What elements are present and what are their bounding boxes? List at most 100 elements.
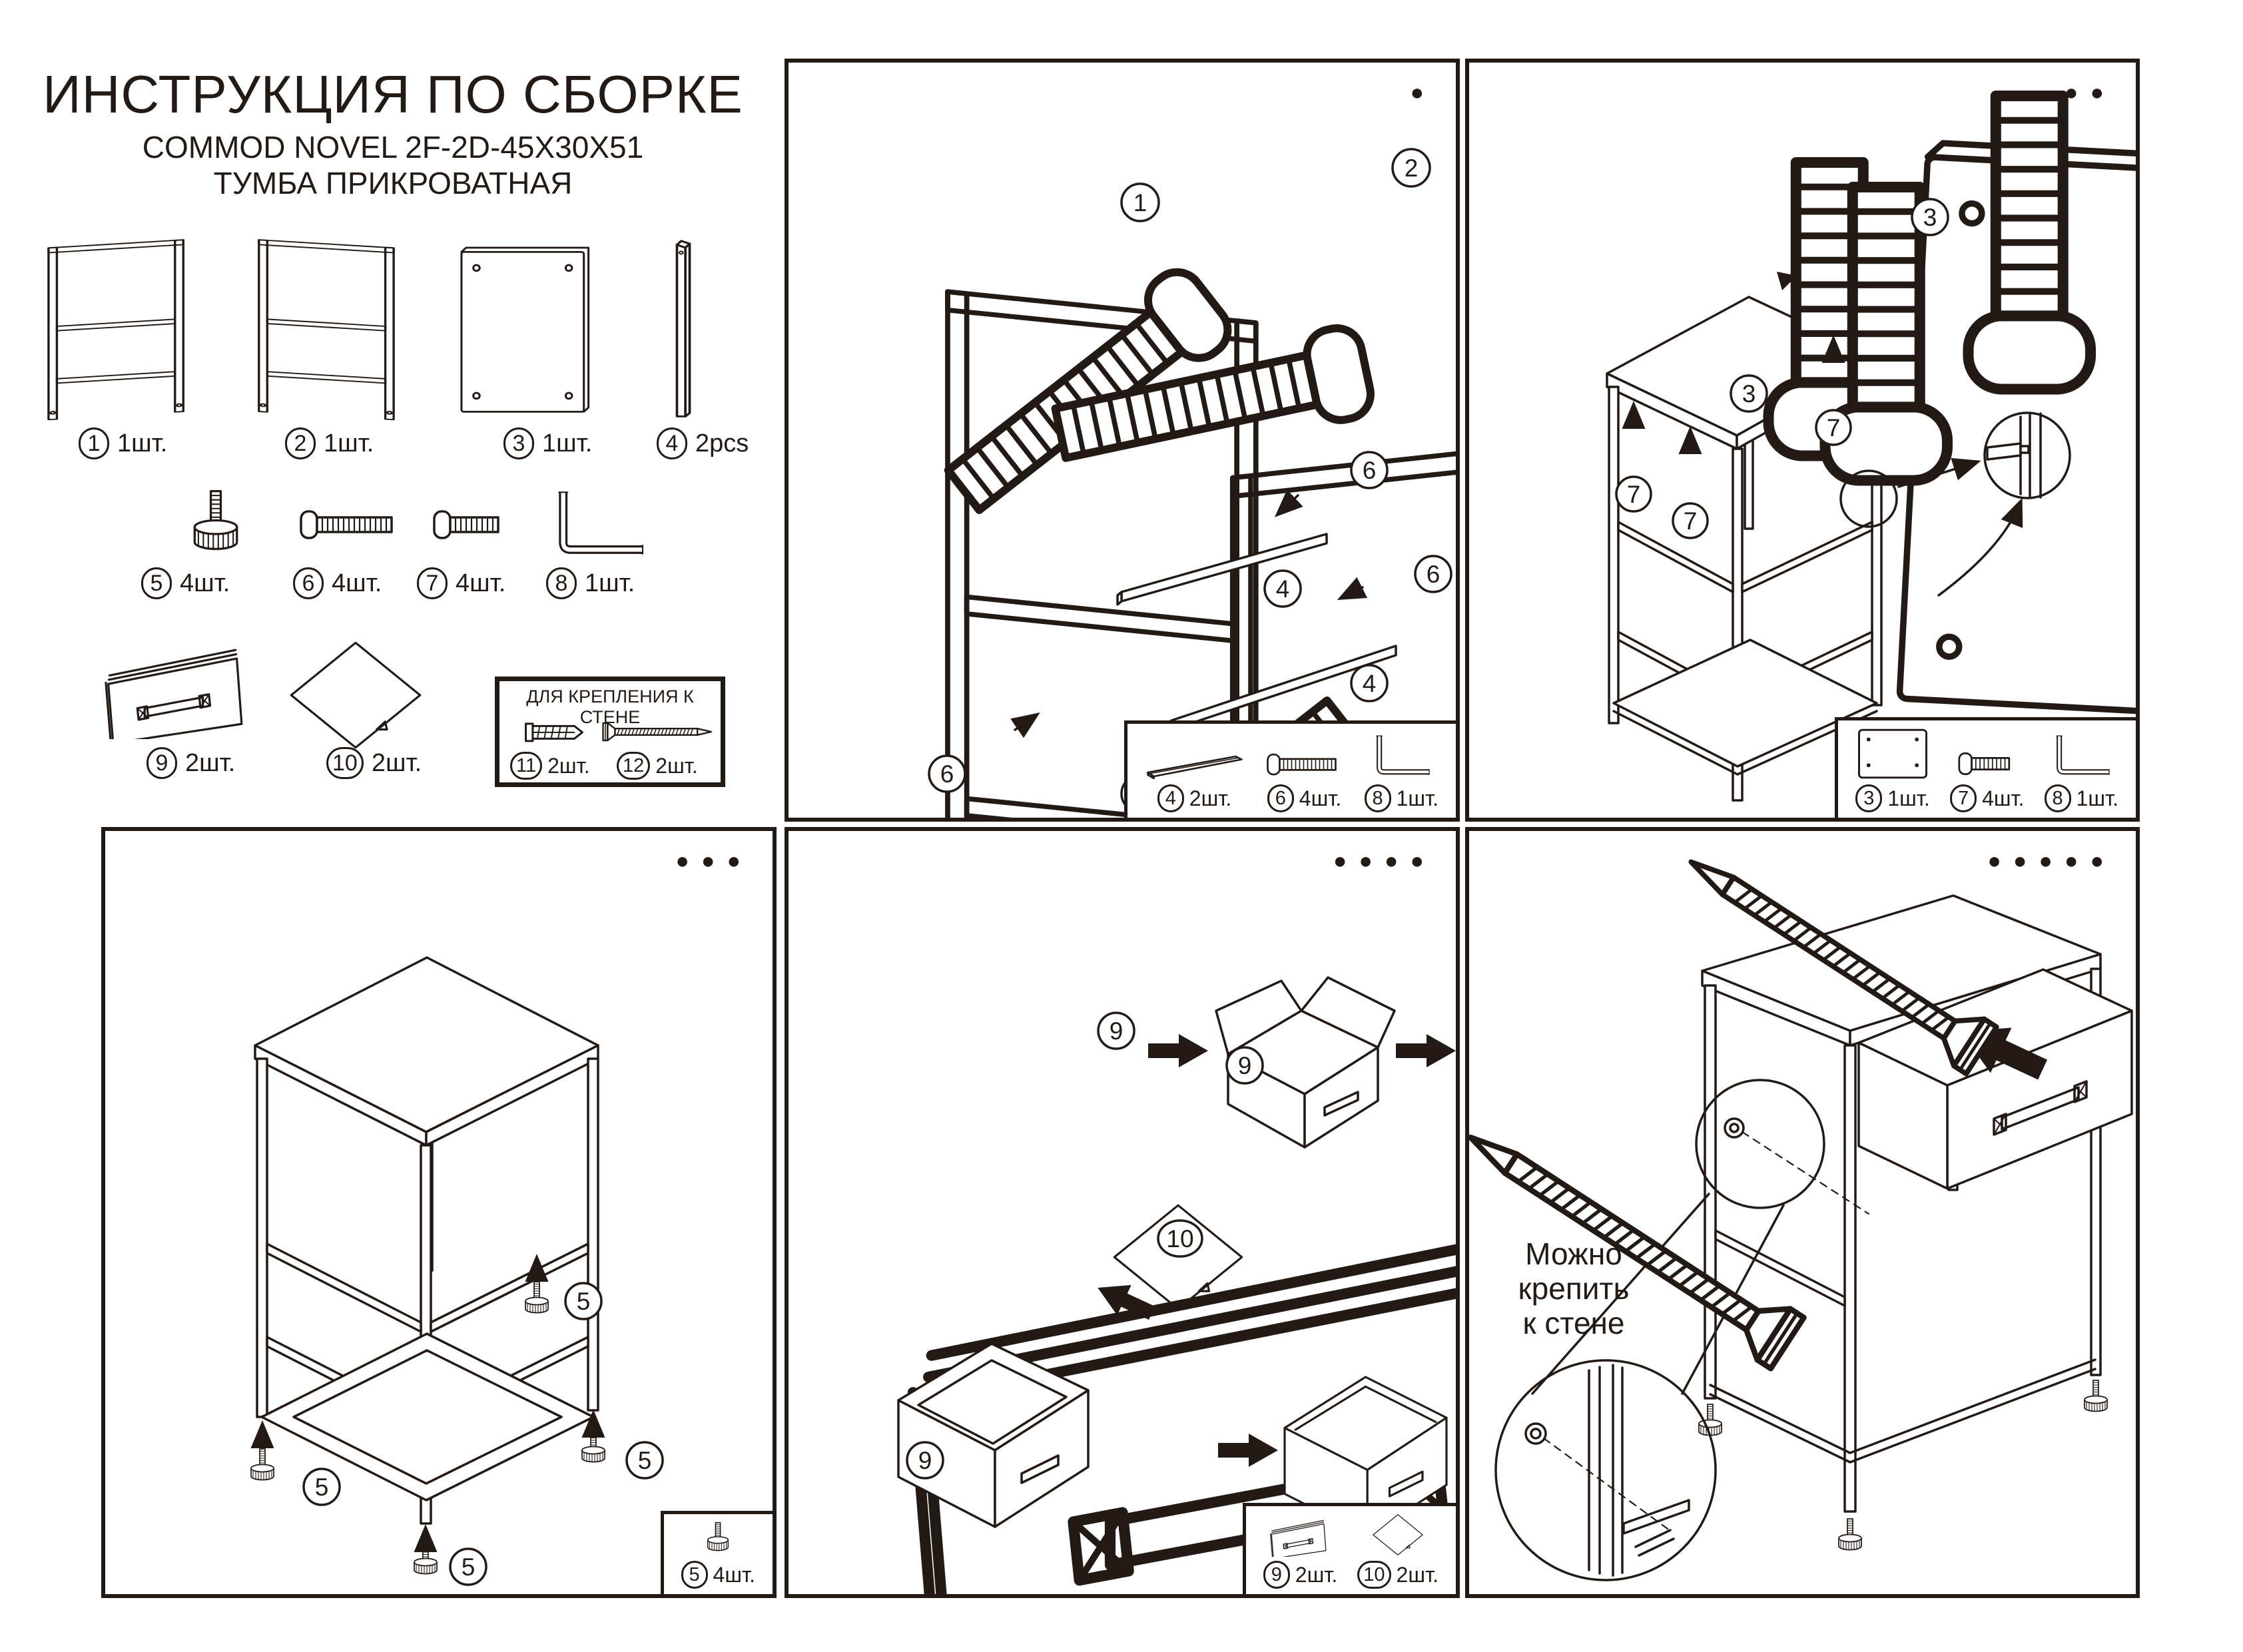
- callout-part-9: 9: [906, 1441, 944, 1480]
- wall-screw-zoom-large: [1469, 1112, 1804, 1581]
- callout-part-1: 1: [1120, 182, 1160, 222]
- callout-part-3: 3: [1911, 198, 1949, 236]
- part-qty-2: 1шт.: [324, 429, 374, 457]
- box-part-qty: 4шт.: [1299, 786, 1342, 810]
- part-qty-11: 2шт.: [547, 753, 590, 778]
- wall-screw-icon: [599, 717, 714, 746]
- side-frame-part-icon: [47, 237, 188, 431]
- box-part-number: 8: [2044, 784, 2071, 812]
- svg-text:10: 10: [1166, 1225, 1193, 1252]
- box-part-number: 5: [681, 1561, 708, 1589]
- svg-text:3: 3: [1742, 380, 1756, 408]
- part-number-8: 8: [546, 567, 577, 599]
- part-label-5: 5 4шт.: [141, 567, 230, 599]
- wall-screw-zoom-small: [1676, 838, 1996, 1215]
- screw-arrow: [1337, 577, 1368, 601]
- step4-assembly-diagram: 9 9 9 10: [897, 976, 1456, 1594]
- svg-text:9: 9: [918, 1447, 932, 1474]
- callout-part-5: 5: [449, 1547, 487, 1586]
- box-part-number: 6: [1267, 784, 1294, 812]
- foot-drawing: [414, 1542, 438, 1575]
- part-number-9: 9: [147, 747, 177, 779]
- rail-icon: [1145, 752, 1245, 780]
- allen-key-icon: [1369, 730, 1434, 780]
- step2-progress-dots: ●●: [2064, 80, 2116, 105]
- rail-4-upper-drawing: [1116, 533, 1328, 606]
- box-part-number: 4: [1157, 784, 1184, 812]
- callout-part-2: 2: [1391, 148, 1431, 188]
- note-line: к стене: [1522, 1305, 1625, 1340]
- svg-text:1: 1: [1133, 189, 1147, 216]
- svg-text:7: 7: [1684, 507, 1698, 535]
- drawer-halfopen-drawing: [1215, 976, 1396, 1149]
- step-panel-2: ●●: [1465, 59, 2140, 822]
- wall-mount-note: Можно крепить к стене: [1494, 1237, 1653, 1341]
- product-subtitle: ТУМБА ПРИКРОВАТНАЯ: [213, 166, 573, 200]
- callout-part-9: 9: [1097, 1011, 1135, 1050]
- short-bolt-part-icon: [430, 503, 510, 546]
- wall-part-label-11: 11 2шт.: [510, 752, 590, 780]
- allen-key-icon: [2049, 730, 2114, 780]
- svg-text:6: 6: [940, 760, 954, 788]
- part-number-5: 5: [141, 567, 172, 599]
- box-part-number: 3: [1855, 784, 1883, 812]
- callout-part-7: 7: [1615, 475, 1652, 513]
- part-label-3: 3 1шт.: [503, 427, 592, 459]
- box-part-qty: 1шт.: [1396, 786, 1439, 810]
- part-label-7: 7 4шт.: [417, 567, 505, 599]
- part-label-8: 8 1шт.: [546, 567, 635, 599]
- model-subtitle: COMMOD NOVEL 2F-2D-45X30X51: [142, 130, 644, 164]
- step3-assembly-diagram: 5 5 5 5: [250, 956, 664, 1586]
- wall-part-label-12: 12 2шт.: [617, 752, 698, 780]
- box-part-number: 8: [1364, 784, 1391, 812]
- callout-part-7: 7: [1815, 409, 1852, 446]
- next-step-arrow: [1396, 1034, 1456, 1067]
- top-panel-part-icon: [457, 242, 595, 418]
- note-line: Можно: [1525, 1237, 1622, 1271]
- next-step-arrow: [1148, 1034, 1208, 1067]
- box-part-qty: 2шт.: [1396, 1562, 1439, 1587]
- callout-part-10: 10: [1157, 1219, 1203, 1258]
- part-number-4: 4: [657, 427, 687, 459]
- foot-drawing: [2084, 1380, 2108, 1412]
- part-qty-10: 2шт.: [371, 748, 422, 777]
- wall-mount-box: ДЛЯ КРЕПЛЕНИЯ К СТЕНЕ 11 2шт. 12 2шт.: [495, 677, 725, 787]
- screw-arrow: [1274, 489, 1303, 517]
- zoom-arrow-curved: [1937, 497, 2023, 597]
- part-label-1: 1 1шт.: [79, 427, 167, 459]
- part-label-4: 4 2pcs: [657, 427, 749, 459]
- part-qty-5: 4шт.: [180, 569, 230, 597]
- svg-text:9: 9: [1238, 1052, 1252, 1079]
- box-part-qty: 2шт.: [1189, 786, 1232, 810]
- drawer-flatpack-part-icon: [95, 638, 265, 739]
- part-number-12: 12: [617, 752, 651, 780]
- part-number-7: 7: [417, 567, 448, 599]
- part-label-9: 9 2шт.: [147, 747, 235, 779]
- part-qty-6: 4шт.: [332, 569, 382, 597]
- part-qty-4: 2pcs: [695, 429, 749, 457]
- callout-part-6: 6: [1350, 451, 1389, 489]
- part-qty-7: 4шт.: [456, 569, 506, 597]
- step-panel-4: ●●●●: [785, 827, 1460, 1598]
- adjustable-foot-part-icon: [178, 487, 253, 562]
- callout-part-5: 5: [302, 1468, 341, 1506]
- callout-part-6: 6: [928, 754, 966, 793]
- long-bolt-part-icon: [297, 503, 404, 546]
- drawer-flatpack-icon: [1266, 1515, 1335, 1557]
- short-bolt-icon: [1954, 747, 2021, 780]
- step1-assembly-diagram: 1 2 4 4 6 6 6 6: [928, 148, 1456, 818]
- callout-part-5: 5: [564, 1282, 603, 1320]
- top-panel-icon: [1855, 727, 1930, 780]
- foot-drawing: [525, 1281, 549, 1314]
- svg-text:9: 9: [1110, 1017, 1123, 1045]
- wall-anchor-icon: [515, 714, 593, 749]
- svg-text:4: 4: [1276, 575, 1290, 603]
